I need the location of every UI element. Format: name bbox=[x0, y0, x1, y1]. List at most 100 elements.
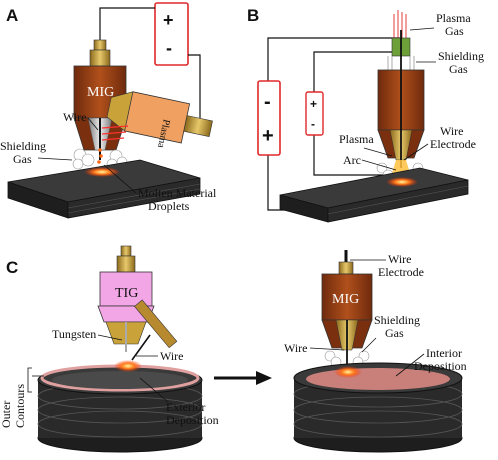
leader-arc-b bbox=[361, 159, 397, 171]
arc-spark-3 bbox=[101, 137, 125, 141]
plasma-gas-inlet bbox=[393, 10, 407, 40]
workpiece-b-layer-1 bbox=[327, 185, 469, 215]
panel-b: B - + + - bbox=[247, 6, 484, 223]
label-shielding-b-2: Gas bbox=[449, 62, 468, 76]
label-plasma-gas-1: Plasma bbox=[436, 11, 471, 25]
cyl-right-layer-2 bbox=[293, 396, 463, 424]
tig-torch-top-connector bbox=[120, 245, 132, 257]
label-wire-electrode-b-1: Wire bbox=[440, 124, 464, 138]
polarity-minus: - bbox=[166, 38, 172, 58]
leader-shielding-a bbox=[37, 157, 73, 161]
power-supply-box bbox=[154, 2, 189, 66]
process-arrow-head bbox=[256, 371, 272, 385]
arc-spark-2 bbox=[101, 131, 127, 135]
leader-tungsten bbox=[97, 334, 123, 341]
cyl-right-layer-1 bbox=[293, 410, 463, 438]
mig-torch-top-connector bbox=[93, 39, 107, 51]
arc-spark-1 bbox=[101, 125, 129, 129]
label-shielding-c-1: Shielding bbox=[374, 313, 420, 327]
workpiece-a-layer-2 bbox=[67, 188, 201, 214]
power-box-b-pilot bbox=[305, 91, 324, 136]
mig-c-connector bbox=[338, 261, 354, 275]
cable-minus bbox=[188, 54, 201, 120]
tig-torch-neck bbox=[116, 255, 136, 273]
leader-plasma-gas bbox=[409, 27, 435, 31]
cable-plus bbox=[99, 7, 155, 45]
leader-exterior bbox=[139, 377, 169, 403]
plasma-nozzle bbox=[106, 91, 134, 132]
workpiece-a-layer-1 bbox=[67, 183, 201, 209]
label-outer-contours-2: Contours bbox=[13, 384, 27, 428]
cyl-left-inner bbox=[52, 371, 188, 389]
bracket-outer-contours bbox=[27, 367, 32, 393]
droplet-2 bbox=[99, 154, 103, 158]
shielding-gas-inlet bbox=[387, 56, 415, 70]
droplet-1 bbox=[98, 148, 102, 152]
leader-wire-electrode-b bbox=[403, 143, 429, 161]
molten-pool-b bbox=[386, 177, 418, 187]
label-wire-electrode-c-1: Wire bbox=[388, 252, 412, 266]
label-tungsten: Tungsten bbox=[52, 327, 96, 341]
power-box-b-main bbox=[257, 80, 281, 156]
workpiece-b-side bbox=[327, 179, 469, 223]
wire-c-left bbox=[131, 334, 151, 361]
label-exterior-1: Exterior bbox=[166, 400, 205, 414]
plasma-torch-body bbox=[124, 91, 191, 144]
leader-wire-a bbox=[87, 117, 99, 131]
panel-a: A + - MIG Plasma bbox=[0, 2, 217, 219]
mig-torch-neck bbox=[89, 49, 111, 67]
leader-interior bbox=[395, 353, 425, 377]
label-wire-electrode-b-2: Electrode bbox=[430, 137, 476, 151]
label-interior-2: Deposition bbox=[414, 359, 467, 373]
mig-c-label: MIG bbox=[332, 292, 359, 307]
mig-torch-label: MIG bbox=[87, 85, 114, 100]
molten-pool-c-right bbox=[334, 366, 362, 378]
label-outer-contours-1: Outer bbox=[0, 401, 13, 428]
label-shielding-a-2: Gas bbox=[13, 152, 32, 166]
tig-torch-label: TIG bbox=[115, 286, 138, 301]
label-interior-1: Interior bbox=[426, 346, 462, 360]
polarity-b-pilot-minus: - bbox=[311, 117, 315, 131]
molten-pool-c-left bbox=[114, 360, 142, 372]
workpiece-a-side bbox=[67, 177, 201, 219]
wire-feeder-rod bbox=[134, 299, 178, 349]
panel-a-label: A bbox=[6, 6, 18, 25]
leader-plasma-b bbox=[363, 147, 393, 157]
label-wire-a: Wire bbox=[63, 110, 87, 124]
panel-b-label: B bbox=[247, 6, 259, 25]
cylinder-left bbox=[37, 360, 203, 453]
mig-c-body bbox=[321, 273, 373, 321]
cyl-left-layer-1 bbox=[37, 410, 203, 438]
polarity-plus: + bbox=[163, 10, 174, 30]
label-molten-a-1: Molten Material bbox=[138, 186, 217, 200]
label-plasma-b: Plasma bbox=[339, 132, 374, 146]
tig-torch-body bbox=[99, 271, 153, 307]
cyl-left-layer-2 bbox=[37, 396, 203, 424]
wire-feeder bbox=[134, 299, 178, 349]
leader-wire-c-right bbox=[309, 347, 345, 351]
polarity-b-main-plus: + bbox=[262, 125, 274, 147]
leader-molten-a bbox=[103, 164, 137, 194]
panel-c-label: C bbox=[6, 258, 18, 277]
plasma-torch: Plasma bbox=[106, 91, 213, 149]
cylinder-right bbox=[293, 362, 463, 453]
label-shielding-b-1: Shielding bbox=[438, 49, 484, 63]
cable-b-inner-top bbox=[313, 51, 400, 92]
label-shielding-a-1: Shielding bbox=[0, 139, 46, 153]
droplet-3 bbox=[97, 160, 101, 164]
label-molten-a-2: Droplets bbox=[148, 199, 190, 213]
label-wire-c-left: Wire bbox=[160, 349, 184, 363]
label-shielding-c-2: Gas bbox=[385, 326, 404, 340]
molten-pool-a bbox=[84, 167, 120, 177]
leader-shielding-c bbox=[361, 337, 377, 353]
label-arc-b: Arc bbox=[343, 153, 361, 167]
label-plasma-gas-2: Gas bbox=[445, 24, 464, 38]
panel-c: C TIG MIG bbox=[0, 245, 467, 453]
plasma-torch-connector bbox=[183, 115, 213, 137]
polarity-b-pilot-plus: + bbox=[310, 97, 317, 111]
cable-b-outer-top bbox=[267, 37, 400, 81]
label-wire-c-right: Wire bbox=[284, 341, 308, 355]
label-exterior-2: Deposition bbox=[166, 413, 219, 427]
